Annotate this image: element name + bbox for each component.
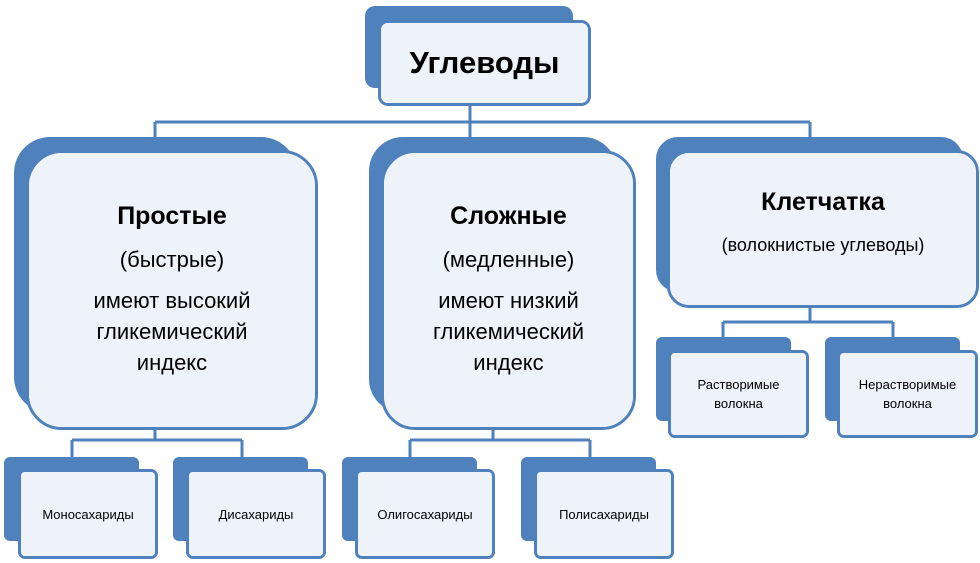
node-box: Нерастворимые волокна [837, 350, 978, 438]
node-subtitle: (волокнистые углеводы) [721, 235, 925, 255]
node-box: Дисахариды [186, 469, 326, 559]
node-description: имеют низкий гликемический индекс [433, 285, 584, 378]
node-box: Углеводы [378, 20, 591, 106]
node-subtitle: (быстрые) [119, 247, 225, 272]
node-title: Клетчатка [761, 188, 885, 216]
desc-line: гликемический [432, 319, 585, 344]
node-box: Моносахариды [18, 469, 158, 559]
desc-line: индекс [473, 350, 544, 375]
node-box: Олигосахариды [355, 469, 495, 559]
node-label: Дисахариды [218, 506, 294, 522]
node-box: Сложные (медленные) имеют низкий гликеми… [381, 150, 636, 430]
node-description: имеют высокий гликемический индекс [93, 285, 250, 378]
node-title: Простые [117, 202, 227, 230]
desc-line: индекс [136, 350, 208, 375]
node-label: волокна [714, 396, 763, 411]
node-label: Моносахариды [42, 506, 134, 522]
node-label: Нерастворимые [858, 377, 957, 392]
node-subtitle: (медленные) [442, 247, 575, 272]
node-box: Полисахариды [534, 469, 674, 559]
node-title: Углеводы [409, 45, 560, 80]
desc-line: имеют высокий [93, 288, 251, 313]
desc-line: имеют низкий [438, 288, 579, 313]
node-label: Растворимые [697, 377, 780, 392]
node-label: Олигосахариды [377, 506, 473, 522]
node-box: Растворимые волокна [668, 350, 809, 438]
node-box: Клетчатка (волокнистые углеводы) [667, 150, 979, 308]
node-label: волокна [883, 396, 932, 411]
desc-line: гликемический [96, 319, 248, 344]
node-box: Простые (быстрые) имеют высокий гликемич… [26, 150, 318, 430]
node-label: Полисахариды [559, 506, 649, 522]
node-title: Сложные [450, 202, 567, 230]
